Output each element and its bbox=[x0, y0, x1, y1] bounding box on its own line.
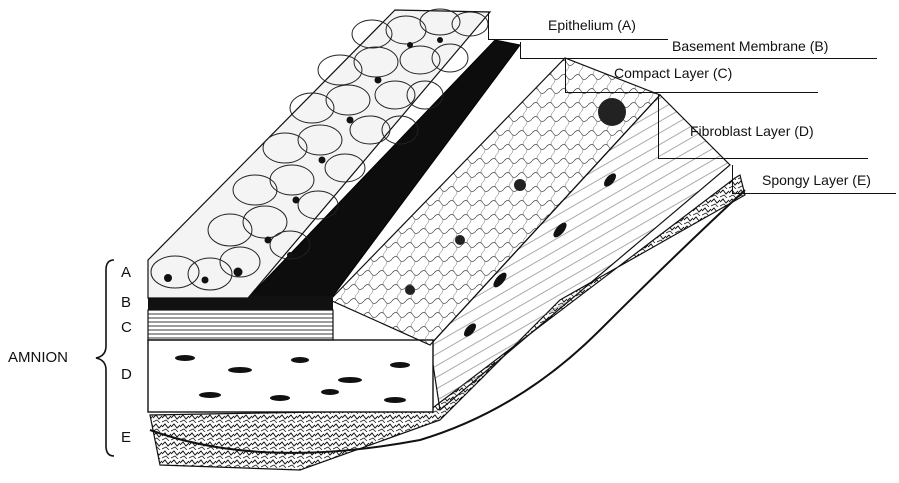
spongy-leader-tick bbox=[732, 165, 733, 193]
layer-letter-d: D bbox=[121, 367, 132, 382]
spongy-layer-label: Spongy Layer (E) bbox=[762, 173, 871, 187]
layer-letter-c: C bbox=[121, 320, 132, 335]
basement-membrane-label: Basement Membrane (B) bbox=[672, 39, 828, 53]
epithelium-leader-tick bbox=[488, 12, 489, 39]
epithelium-label: Epithelium (A) bbox=[548, 18, 636, 32]
compact-leader-tick bbox=[565, 58, 566, 92]
fibroblast-layer-label: Fibroblast Layer (D) bbox=[690, 124, 814, 138]
compact-leader-line bbox=[565, 92, 818, 93]
layer-letter-a: A bbox=[121, 265, 131, 280]
fibroblast-leader-tick bbox=[658, 95, 659, 158]
basement-leader-line bbox=[520, 58, 877, 59]
basement-leader-tick bbox=[520, 42, 521, 58]
fibroblast-leader-line bbox=[658, 158, 868, 159]
amnion-bracket bbox=[86, 258, 126, 458]
layer-letter-b: B bbox=[121, 295, 131, 310]
compact-layer-label: Compact Layer (C) bbox=[614, 66, 732, 80]
layer-letter-e: E bbox=[121, 430, 131, 445]
spongy-leader-line bbox=[732, 193, 896, 194]
epithelium-leader-line bbox=[488, 39, 668, 40]
amnion-label: AMNION bbox=[8, 350, 68, 365]
